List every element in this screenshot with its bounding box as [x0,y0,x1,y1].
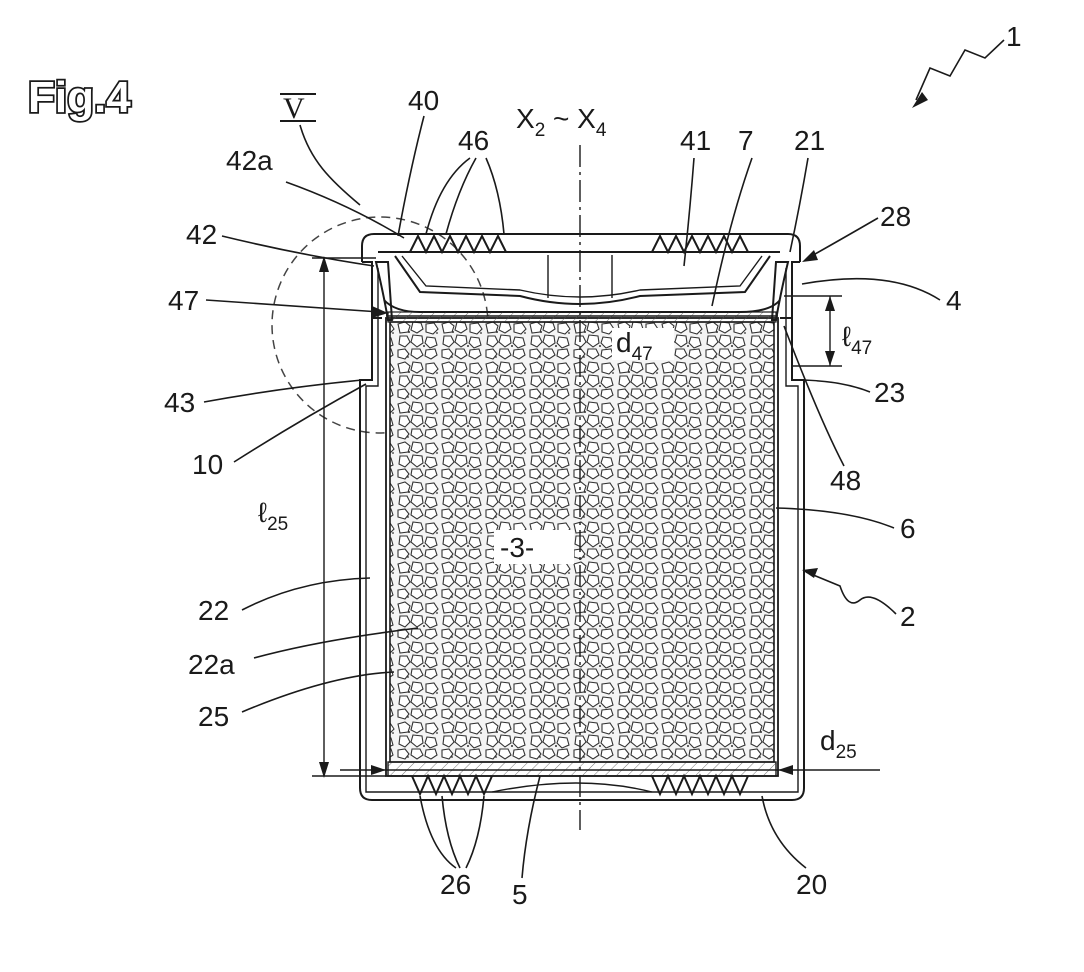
label-3: -3- [500,532,534,563]
label-1: 1 [1006,21,1022,52]
leader-7 [712,158,752,306]
assembly-arrowhead [912,92,928,108]
dim-ell47-arrow-top [825,296,835,311]
leader-6 [776,508,894,528]
figure-title: Fig.4 [28,73,131,122]
leader-40 [398,116,424,236]
label-43: 43 [164,387,195,418]
label-22a: 22a [188,649,235,680]
leader-26 [420,796,484,868]
granule-bed [390,322,774,762]
leader-25 [242,672,394,712]
leader-20 [762,796,806,868]
dim-d25-arrow-left [371,765,386,775]
leader-22 [242,578,370,610]
label-5: 5 [512,879,528,910]
label-21: 21 [794,125,825,156]
label-2: 2 [900,601,916,632]
label-4: 4 [946,285,962,316]
dim-d25: d25 [820,725,857,763]
label-26: 26 [440,869,471,900]
dim-ell47: ℓ47 [842,321,872,359]
lid-teeth-right [652,236,748,252]
top-filter-48 [388,312,776,322]
label-42: 42 [186,219,217,250]
label-25: 25 [198,701,229,732]
dim-d25-arrow-right [778,765,793,775]
leader-42a [286,182,404,238]
label-40: 40 [408,85,439,116]
leader-10 [234,384,366,462]
label-6: 6 [900,513,916,544]
label-47: 47 [168,285,199,316]
leader-46 [426,158,504,234]
leader-28-arrow [802,250,818,262]
lid-teeth-left [410,236,506,252]
leader-41 [684,158,694,266]
lid-divider-bar [384,300,780,312]
dim-ell47-arrow-bottom [825,351,835,366]
leader-42 [222,236,374,266]
label-46: 46 [458,125,489,156]
bottom-filter-5 [388,762,776,776]
label-28: 28 [880,201,911,232]
label-23: 23 [874,377,905,408]
section-marker-leader [300,125,360,205]
label-42a: 42a [226,145,273,176]
lid-recess-inner [402,256,762,297]
leader-2 [806,572,896,614]
leader-4 [802,279,940,300]
label-7: 7 [738,125,754,156]
label-41: 41 [680,125,711,156]
label-10: 10 [192,449,223,480]
dim-ell25: ℓ25 [258,497,288,535]
leader-28 [808,218,878,258]
label-20: 20 [796,869,827,900]
assembly-arrow [916,40,1004,100]
bottom-dome [492,783,652,792]
leader-47 [206,300,380,312]
axis-label: X2 ~ X4 [516,103,607,141]
label-48: 48 [830,465,861,496]
lid-skirt-right [780,262,800,318]
label-22: 22 [198,595,229,626]
